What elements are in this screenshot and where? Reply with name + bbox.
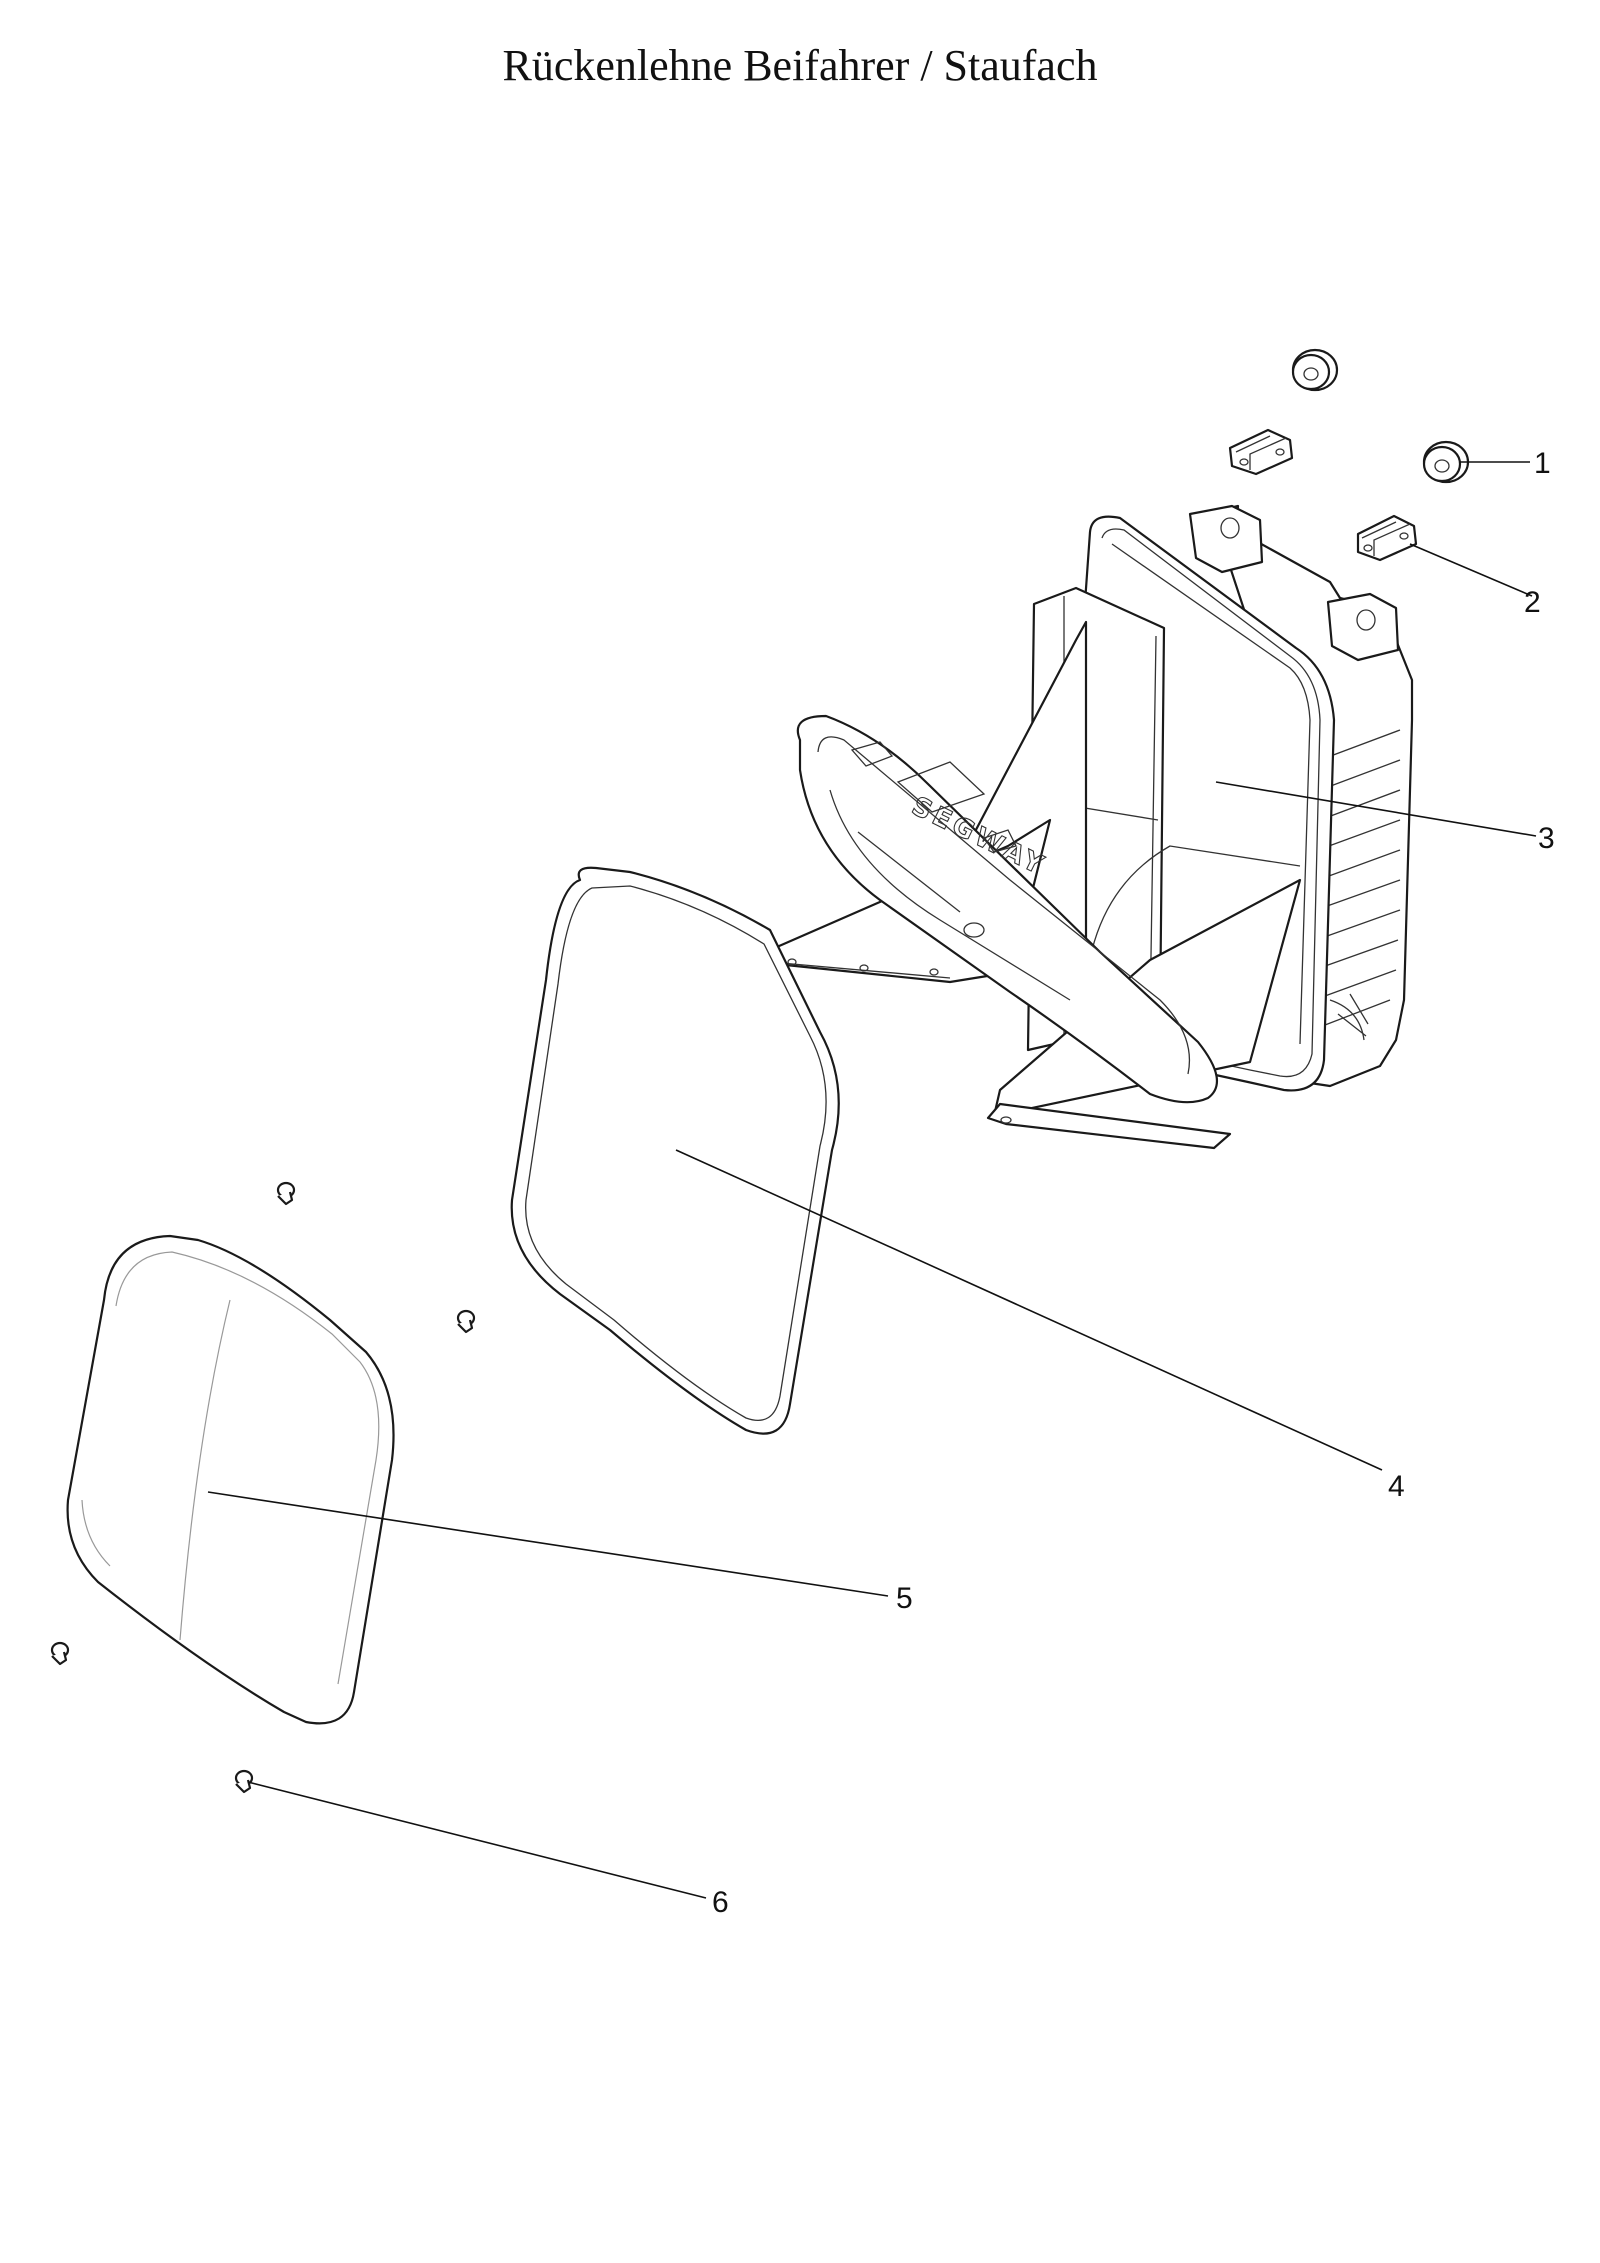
diagram-title: Rückenlehne Beifahrer / Staufach <box>502 41 1098 90</box>
clip-upper <box>1228 428 1294 476</box>
grommet-upper <box>1291 348 1339 392</box>
part-6-screws <box>50 1181 476 1794</box>
part-4-seal-frame <box>510 866 840 1435</box>
callout-4: 4 <box>1388 1470 1405 1503</box>
screw-2 <box>456 1309 476 1334</box>
leader-lines <box>207 461 1537 1899</box>
leader-3 <box>1215 781 1537 837</box>
callout-5: 5 <box>896 1582 913 1615</box>
callout-6: 6 <box>712 1886 729 1919</box>
callout-2: 2 <box>1524 586 1541 619</box>
part-5-backrest-cushion <box>66 1234 395 1725</box>
callout-1: 1 <box>1534 447 1551 480</box>
screw-4 <box>234 1769 254 1794</box>
callout-3: 3 <box>1538 822 1555 855</box>
callout-numbers: 1 2 3 4 5 6 <box>712 447 1555 1919</box>
leader-5 <box>207 1491 889 1597</box>
screw-3 <box>50 1641 70 1666</box>
clip-lower <box>1356 514 1418 562</box>
part-3-storage-box: SEGWAY <box>768 504 1414 1150</box>
leader-2 <box>1409 543 1533 597</box>
leader-4 <box>675 1149 1383 1471</box>
screw-1 <box>276 1181 296 1206</box>
grommet-lower <box>1422 440 1470 484</box>
leader-6 <box>247 1781 707 1899</box>
part-2-clips <box>1228 428 1418 562</box>
part-1-grommets <box>1291 348 1470 484</box>
